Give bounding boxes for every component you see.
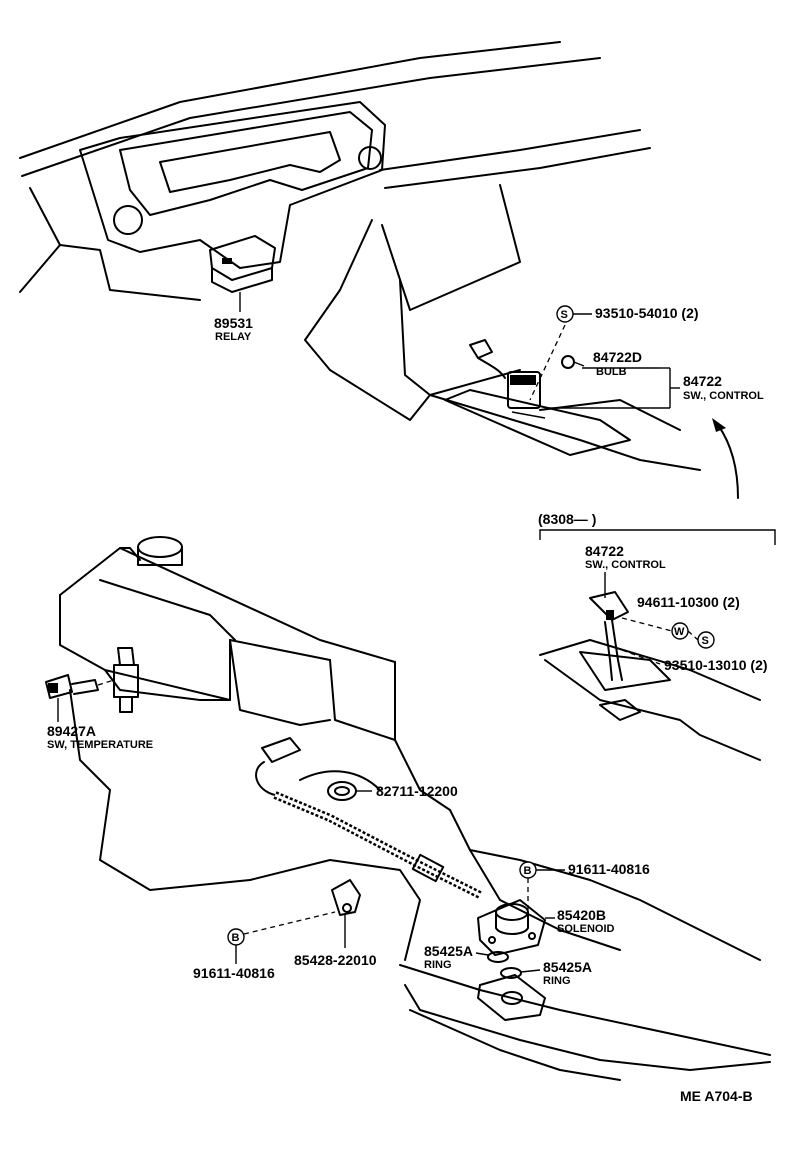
solenoid-part-name: SOLENOID <box>557 923 615 935</box>
temperature-switch-part <box>45 647 139 722</box>
ring-part-name-2: RING <box>543 975 571 987</box>
temperature-switch-part-number: 89427A <box>47 723 96 739</box>
bolt-symbol-left: B <box>227 928 245 946</box>
inset-control-part-number: 84722 <box>585 543 624 559</box>
bolt-part-number-left: 91611-40816 <box>193 965 275 981</box>
control-switch-part <box>469 339 585 419</box>
screw-symbol-inset: S <box>697 631 715 649</box>
ring-part-number-2: 85425A <box>543 959 592 975</box>
temperature-switch-part-name: SW, TEMPERATURE <box>47 739 153 751</box>
relay-part-name: RELAY <box>215 331 252 343</box>
washer-part-number: 94611-10300 (2) <box>637 594 740 610</box>
ring-part-1 <box>487 951 509 963</box>
inset-box <box>539 529 776 545</box>
relay-part-number: 89531 <box>214 315 253 331</box>
gasket-plate <box>477 974 546 1021</box>
cable-part <box>255 737 482 899</box>
screw-part-number-inset: 93510-13010 (2) <box>664 657 768 673</box>
svg-text:S: S <box>561 309 568 321</box>
svg-text:B: B <box>232 932 240 944</box>
bracket-part <box>331 879 361 948</box>
ring-part-2 <box>500 967 522 979</box>
screw-part-number-top: 93510-54010 (2) <box>595 305 699 321</box>
bulb-part-number: 84722D <box>593 349 642 365</box>
control-switch-part-name: SW., CONTROL <box>683 390 764 402</box>
screw-symbol-top: S <box>556 305 574 323</box>
bulb-part-name: BULB <box>596 366 627 378</box>
clamp-part <box>327 781 357 801</box>
diagram-reference-code: ME A704-B <box>680 1088 753 1104</box>
bolt-part-number-right: 91611-40816 <box>568 861 650 877</box>
inset-drawing <box>539 591 761 761</box>
inset-date-range: (8308— ) <box>538 511 596 527</box>
svg-text:B: B <box>524 865 532 877</box>
solenoid-part <box>477 899 546 956</box>
washer-symbol: W <box>671 622 689 640</box>
ring-part-number-1: 85425A <box>424 943 473 959</box>
inset-control-part-name: SW., CONTROL <box>585 559 666 571</box>
svg-text:S: S <box>702 635 709 647</box>
ring-part-name-1: RING <box>424 959 452 971</box>
dashboard-drawing <box>19 41 701 471</box>
bracket-part-number: 85428-22010 <box>294 952 377 968</box>
engine-drawing <box>59 536 771 1081</box>
solenoid-part-number: 85420B <box>557 907 606 923</box>
control-switch-part-number: 84722 <box>683 373 722 389</box>
bolt-symbol-right: B <box>519 861 537 879</box>
svg-text:W: W <box>674 626 685 638</box>
clamp-part-number: 82711-12200 <box>376 783 458 799</box>
relay-part <box>209 235 276 312</box>
inset-arrow <box>717 424 739 499</box>
